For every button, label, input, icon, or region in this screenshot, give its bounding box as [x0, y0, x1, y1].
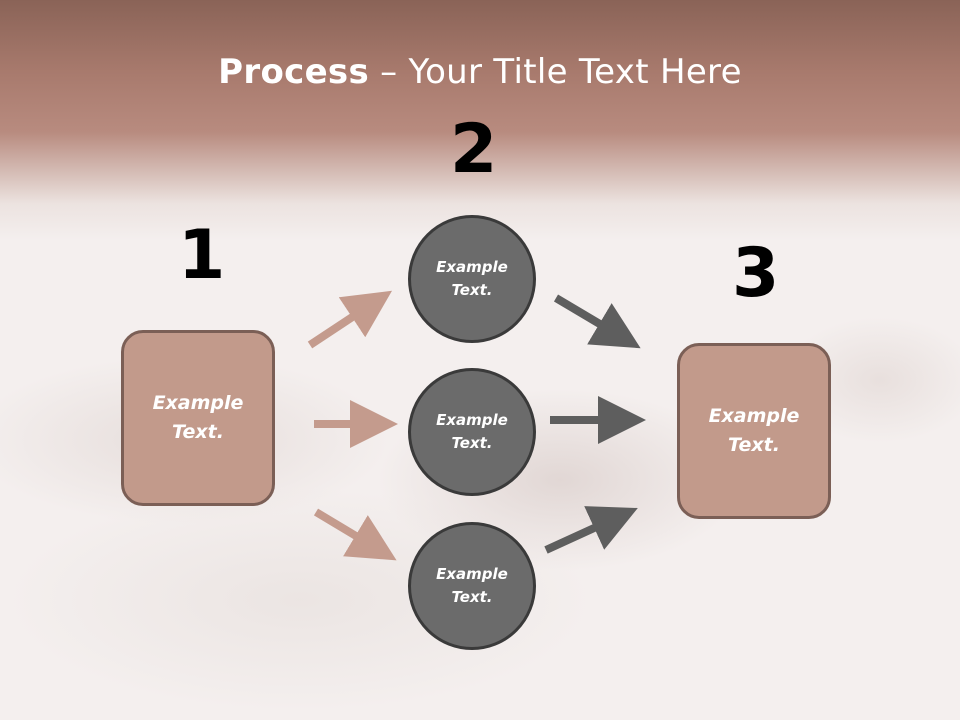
circle-bottom-text: Example Text. [436, 565, 508, 606]
circle-bottom: Example Text. [408, 522, 536, 650]
circle-top: Example Text. [408, 215, 536, 343]
step-1-text: Example Text. [152, 392, 244, 443]
step-3-text: Example Text. [708, 405, 800, 456]
header-band [0, 0, 960, 240]
arrow-right-up [544, 506, 638, 554]
title-rest: – Your Title Text Here [369, 52, 742, 92]
arrow-left-up [307, 290, 393, 349]
circle-middle: Example Text. [408, 368, 536, 496]
step-number-1: 1 [178, 216, 226, 295]
step-3-box: Example Text. [677, 343, 831, 519]
step-number-3: 3 [732, 234, 780, 313]
title-bold: Process [218, 52, 370, 92]
step-1-box: Example Text. [121, 330, 275, 506]
circle-middle-text: Example Text. [436, 411, 508, 452]
arrow-left-down [313, 508, 397, 561]
arrow-right-down [553, 294, 641, 349]
circle-top-text: Example Text. [436, 258, 508, 299]
slide-title: Process – Your Title Text Here [0, 52, 960, 92]
step-number-2: 2 [450, 110, 498, 189]
